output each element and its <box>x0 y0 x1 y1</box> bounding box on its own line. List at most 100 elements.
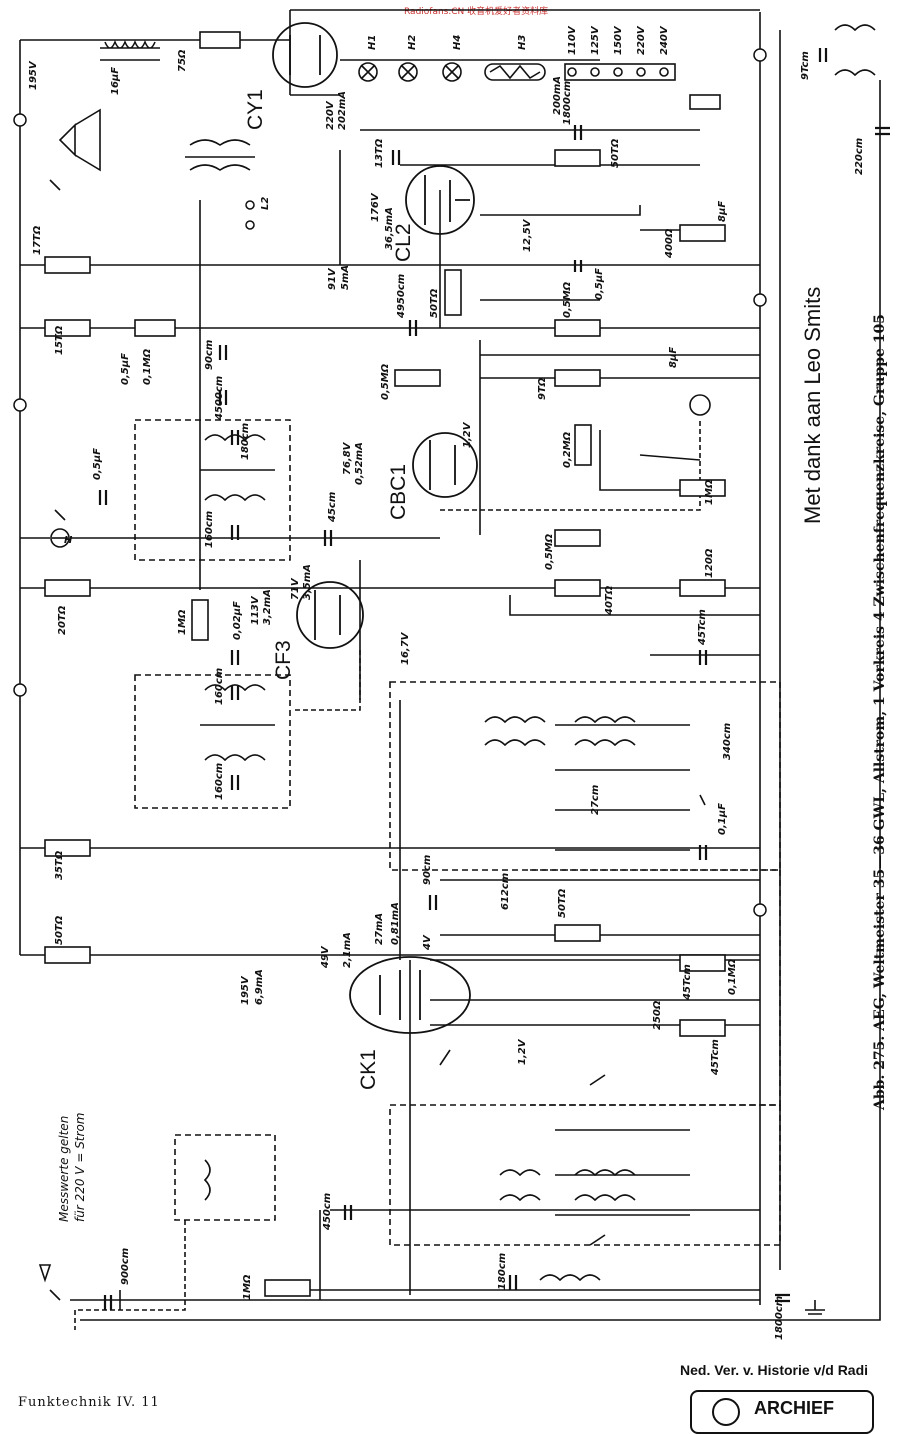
value-label: 90cm <box>422 855 433 885</box>
schematic-element <box>480 299 760 379</box>
resistor-75 <box>199 31 241 49</box>
schematic-element <box>554 319 601 337</box>
value-label: 0,52mA <box>354 442 365 485</box>
value-label: 220V <box>325 100 336 130</box>
schematic-element <box>554 149 601 167</box>
lamp-hl <box>50 528 70 548</box>
schematic-element <box>679 954 726 972</box>
value-label: 0,81mA <box>390 902 401 945</box>
schematic-element <box>98 490 108 505</box>
schematic-element <box>599 430 700 491</box>
schematic-element <box>429 440 456 490</box>
schematic-element <box>185 139 255 171</box>
tube-cy1 <box>272 22 338 88</box>
resistor-35k <box>44 839 91 857</box>
tube-label-cl2: CL2 <box>392 223 415 262</box>
schematic-element <box>191 599 209 641</box>
schematic-element <box>272 22 478 1034</box>
lamp-label-h3: H3 <box>517 35 528 50</box>
value-label: 76,8V <box>342 441 353 475</box>
schematic-element <box>230 775 240 790</box>
value-label: 16µF <box>110 67 121 95</box>
tap-125: 125V <box>590 25 601 55</box>
schematic-element <box>134 319 176 337</box>
schematic-element <box>689 94 721 110</box>
schematic-element <box>613 67 623 77</box>
resistor-15k <box>44 319 91 337</box>
value-label: 0,5µF <box>120 353 131 385</box>
value-label: 13TΩ <box>374 138 385 168</box>
schematic-element <box>679 579 726 597</box>
schematic-element <box>698 845 708 860</box>
schematic-element <box>499 1169 541 1202</box>
measurement-note-line1: Messwerte gelten <box>57 1115 71 1222</box>
value-label: 900cm <box>120 1248 131 1285</box>
schematic-element <box>389 1104 781 1246</box>
schematic-element <box>509 595 760 656</box>
schematic-element <box>554 924 601 942</box>
value-label: 17TΩ <box>32 225 43 255</box>
schematic-element <box>379 970 421 1020</box>
value-label: 450cm <box>322 1193 333 1231</box>
schematic-element <box>13 48 767 917</box>
lamp-h3 <box>484 63 546 81</box>
value-label: 612cm <box>500 873 511 910</box>
schematic-element <box>74 1220 186 1330</box>
value-label: 20TΩ <box>57 605 68 635</box>
schematic-element <box>408 320 418 336</box>
figure-caption: Abb. 275. AEG, Weltmeister 35—36 GWL, Al… <box>872 313 888 1110</box>
schematic-element <box>753 293 767 307</box>
schematic-element <box>589 1074 606 1246</box>
top-bus <box>20 9 760 41</box>
value-label: 0,5MΩ <box>562 281 573 318</box>
lamp-label-hl: H <box>64 535 73 546</box>
value-label: 4950cm <box>396 274 407 319</box>
schematic-element <box>134 419 291 561</box>
value-label: 4500cm <box>214 376 225 421</box>
schematic-element <box>314 590 341 640</box>
schematic-element <box>689 394 711 416</box>
value-label: 8µF <box>717 201 728 222</box>
value-label: 49V <box>320 945 331 969</box>
value-label: 176V <box>370 192 381 222</box>
value-label: 3,2mA <box>262 589 273 625</box>
schematic-element <box>444 269 462 316</box>
schematic-element <box>508 1275 518 1290</box>
value-label: 27mA <box>374 913 385 945</box>
schematic-element <box>573 260 583 272</box>
value-label: 45Tcm <box>697 609 708 646</box>
schematic-element <box>753 48 767 62</box>
value-label: 1800cm <box>562 81 573 125</box>
schematic-element <box>289 35 321 75</box>
value-label: 3,5mA <box>302 564 313 600</box>
schematic-element <box>574 1169 636 1202</box>
schematic-element <box>203 24 876 1201</box>
value-label: 0,5µF <box>594 268 605 300</box>
tube-ck1 <box>349 956 471 1034</box>
schematic-element <box>394 369 441 387</box>
value-label: 50TΩ <box>54 915 65 945</box>
tube-cf3 <box>296 581 364 649</box>
stamp-logo-icon <box>712 1398 740 1426</box>
tap-110: 110V <box>567 25 578 55</box>
value-label: 50TΩ <box>429 288 440 318</box>
value-label: 1,2V <box>462 421 473 448</box>
value-label: 160cm <box>214 763 225 800</box>
schematic-element <box>80 80 881 1321</box>
value-label: 1,2V <box>517 1038 528 1065</box>
schematic-element <box>13 683 27 697</box>
lamp-h2 <box>398 62 418 82</box>
schematic-element <box>230 525 240 540</box>
schematic-element <box>174 1134 276 1221</box>
archive-line: Ned. Ver. v. Historie v/d Radi <box>680 1362 869 1378</box>
lamp-h1 <box>358 62 378 82</box>
value-label: 0,5MΩ <box>544 533 555 570</box>
schematic-element <box>38 1264 52 1283</box>
schematic-element <box>636 67 646 77</box>
schematic-element <box>679 479 726 497</box>
schematic-element <box>100 24 876 1282</box>
tube-cl2 <box>405 165 475 235</box>
measurement-note: Messwerte gelten für 220 V = Strom <box>56 1113 88 1222</box>
tap-220: 220V <box>636 25 647 55</box>
